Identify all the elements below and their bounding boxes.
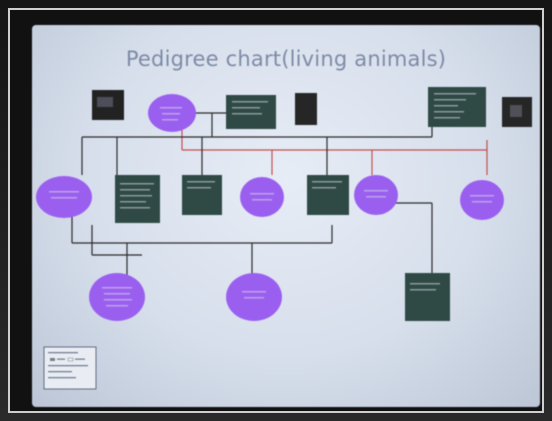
photo-thumbnail-3-detail [510, 105, 522, 117]
pedigree-diagram [36, 87, 532, 390]
female-node-g2-2 [240, 177, 284, 217]
photo-thumbnail-1-detail [97, 97, 113, 107]
slide: Pedigree chart(living animals) [32, 25, 540, 407]
female-node-g2-4 [460, 180, 504, 220]
red-lines [181, 130, 488, 175]
black-lines [71, 105, 433, 275]
legend-box [43, 346, 97, 390]
slide-frame: Pedigree chart(living animals) [8, 8, 544, 413]
photo-thumbnail-2 [295, 93, 317, 125]
male-node-g1-1 [226, 95, 276, 129]
female-node-g3-1 [89, 273, 145, 321]
female-node-g2-3 [354, 175, 398, 215]
slide-title: Pedigree chart(living animals) [125, 47, 447, 71]
legend-illegible-text [48, 352, 88, 379]
male-node-g3-1 [405, 273, 450, 321]
illegible-node-text [49, 93, 494, 307]
male-node-g2-1 [115, 175, 160, 223]
